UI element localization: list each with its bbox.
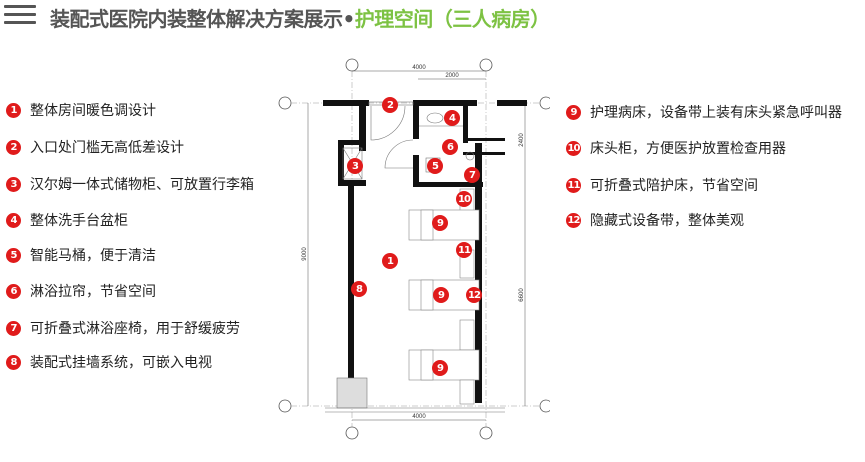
legend-item: 6 淋浴拉帘，节省空间 [6,281,156,301]
legend-text: 隐藏式设备带，整体美观 [590,213,744,229]
page-title: 装配式医院内装整体解决方案展示•护理空间（三人病房） [50,3,550,32]
number-badge: 6 [6,283,21,299]
legend-item: 4 整体洗手台盆柜 [6,210,128,230]
title-main: 装配式医院内装整体解决方案展示 [50,7,343,31]
dim-top-width: 4000 [412,65,426,71]
dim-right-lower: 6600 [519,288,525,302]
marker-9: 9 [432,360,448,376]
legend-text: 床头柜，方便医护放置检查用器 [590,141,786,157]
legend-text: 入口处门槛无高低差设计 [30,140,184,156]
number-badge: 7 [6,320,21,336]
floor-plan: 4000 2000 4000 9000 2400 6600 [270,40,553,462]
marker-1: 1 [382,253,398,269]
legend-text: 可折叠式陪护床，节省空间 [590,178,758,194]
marker-10: 10 [456,191,472,207]
menu-icon [4,5,36,27]
dim-left-height: 9000 [302,247,308,261]
number-badge: 3 [6,176,21,192]
number-badge: 4 [6,212,21,228]
marker-7: 7 [464,167,480,183]
legend-text: 整体房间暖色调设计 [30,103,156,119]
dim-right-upper: 2400 [519,133,525,147]
number-badge: 2 [6,139,21,155]
legend-text: 装配式挂墙系统，可嵌入电视 [30,355,212,371]
marker-9: 9 [433,287,449,303]
legend-item: 3 汉尔姆一体式储物柜、可放置行李箱 [6,174,254,194]
marker-4: 4 [444,110,460,126]
marker-2: 2 [382,97,398,113]
legend-text: 整体洗手台盆柜 [30,213,128,229]
marker-9: 9 [432,215,448,231]
number-badge: 11 [566,177,581,193]
marker-12: 12 [466,287,482,303]
number-badge: 9 [566,104,581,120]
marker-5: 5 [427,158,443,174]
number-badge: 12 [566,212,581,228]
number-badge: 8 [6,354,21,370]
dim-top-bathroom: 2000 [445,73,459,79]
marker-3: 3 [347,158,363,174]
number-badge: 10 [566,140,581,156]
legend-item: 1 整体房间暖色调设计 [6,100,156,120]
legend-item: 12 隐藏式设备带，整体美观 [566,210,744,230]
legend-item: 11 可折叠式陪护床，节省空间 [566,175,758,195]
number-badge: 5 [6,247,21,263]
legend-item: 5 智能马桶，便于清洁 [6,245,156,265]
legend-item: 8 装配式挂墙系统，可嵌入电视 [6,352,212,372]
dim-bottom-width: 4000 [412,414,426,420]
title-separator: • [342,7,356,31]
legend-text: 淋浴拉帘，节省空间 [30,284,156,300]
legend-item: 10 床头柜，方便医护放置检查用器 [566,138,786,158]
legend-text: 智能马桶，便于清洁 [30,248,156,264]
title-accent: 护理空间（三人病房） [354,7,551,31]
legend-item: 9 护理病床，设备带上装有床头紧急呼叫器 [566,102,842,122]
header: 装配式医院内装整体解决方案展示•护理空间（三人病房） [0,0,865,36]
marker-8: 8 [351,281,367,297]
legend-item: 7 可折叠式淋浴座椅，用于舒缓疲劳 [6,318,240,338]
floor-plan-drawing: 4000 2000 4000 9000 2400 6600 [278,58,553,440]
legend-text: 汉尔姆一体式储物柜、可放置行李箱 [30,177,254,193]
marker-11: 11 [456,242,472,258]
marker-6: 6 [442,139,458,155]
number-badge: 1 [6,102,21,118]
legend-text: 护理病床，设备带上装有床头紧急呼叫器 [590,105,842,121]
legend-item: 2 入口处门槛无高低差设计 [6,137,184,157]
legend-text: 可折叠式淋浴座椅，用于舒缓疲劳 [30,321,240,337]
